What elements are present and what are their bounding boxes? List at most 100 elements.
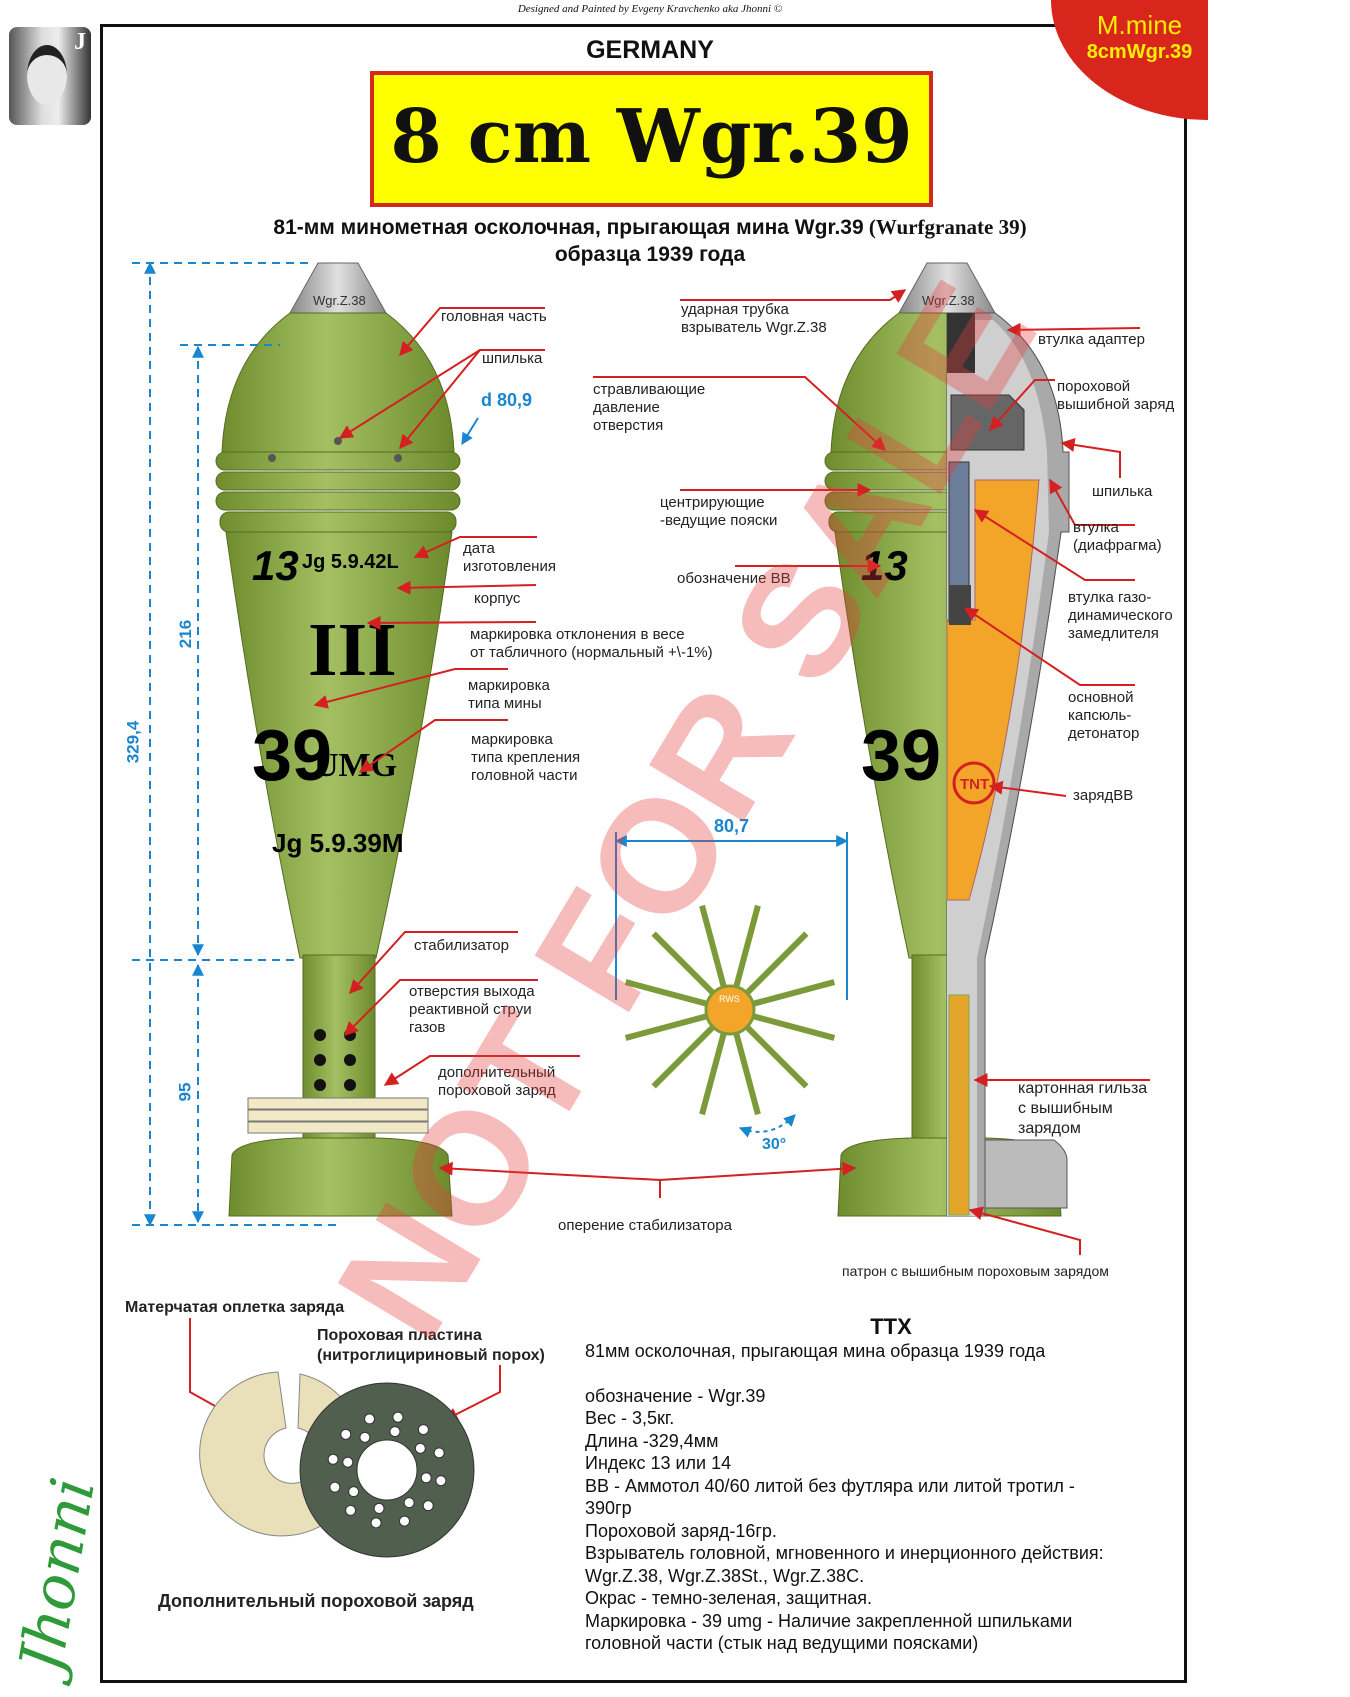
label-body: корпус bbox=[474, 590, 521, 607]
ttx-line: Вес - 3,5кг. bbox=[585, 1408, 675, 1428]
plate-hole bbox=[403, 1497, 415, 1509]
plate-hole bbox=[359, 1431, 371, 1443]
plate-hole bbox=[435, 1475, 447, 1487]
fuze-mark: Wgr.Z.38 bbox=[313, 293, 366, 308]
svg-text:Wgr.Z.38: Wgr.Z.38 bbox=[922, 293, 975, 308]
umg-mark: UMG bbox=[314, 747, 397, 784]
title-box: 8 cm Wgr.39 bbox=[370, 71, 933, 207]
photo-badge: J bbox=[74, 29, 86, 55]
label-fins: оперение стабилизатора bbox=[558, 1217, 732, 1234]
dimension-lines bbox=[132, 261, 849, 1227]
type-mark: 39 bbox=[252, 716, 332, 796]
plate-hole bbox=[389, 1426, 401, 1438]
dim-body: 216 bbox=[176, 619, 196, 649]
fin-blade bbox=[651, 931, 718, 998]
fin-blade bbox=[651, 1022, 718, 1089]
plate-hole bbox=[327, 1453, 339, 1465]
date2-mark: Jg 5.9.39M bbox=[272, 828, 404, 858]
plate-hole bbox=[392, 1411, 404, 1423]
plate-hole bbox=[373, 1502, 385, 1514]
author-photo: J bbox=[9, 27, 91, 125]
fin-blade bbox=[732, 1028, 761, 1116]
label-cartridge: патрон с вышибным пороховым зарядом bbox=[842, 1263, 1109, 1279]
fin-blade bbox=[732, 904, 761, 992]
dim-tail: 95 bbox=[175, 1082, 195, 1102]
plate-hole bbox=[364, 1413, 376, 1425]
plate-hole bbox=[329, 1481, 341, 1493]
label-head: головная часть bbox=[441, 308, 547, 325]
plate-hole bbox=[420, 1472, 432, 1484]
label-charge: зарядВВ bbox=[1073, 787, 1134, 804]
label-stabilizer: стабилизатор bbox=[414, 937, 509, 954]
plate-hole bbox=[414, 1442, 426, 1454]
fuze-thread bbox=[947, 313, 975, 373]
tab-subtitle: 8cmWgr.39 bbox=[1086, 41, 1193, 63]
pin-right bbox=[268, 454, 276, 462]
label-plate: Пороховая пластина(нитроглицириновый пор… bbox=[317, 1327, 545, 1364]
charge-caption: Дополнительный пороховой заряд bbox=[158, 1591, 474, 1611]
poster-frame bbox=[100, 24, 1187, 1683]
ttx-line: 390гр bbox=[585, 1498, 632, 1518]
fin-blade bbox=[624, 979, 712, 1008]
extra-charge-ring bbox=[247, 1121, 429, 1134]
subtitle-ru: 81-мм минометная осколочная, прыгающая м… bbox=[273, 216, 864, 239]
ttx-line: головной части (стык над ведущими пояска… bbox=[585, 1633, 979, 1653]
author-face bbox=[27, 45, 67, 105]
tnt-mark: TNT bbox=[960, 776, 989, 793]
extra-charge-drawing bbox=[199, 1371, 475, 1558]
ttx-line: обозначение - Wgr.39 bbox=[585, 1385, 766, 1406]
main-title: 8 cm Wgr.39 bbox=[390, 94, 913, 180]
subtitle-de: (Wurfgranate 39) bbox=[863, 215, 1027, 239]
fin-star-view: RWS bbox=[624, 904, 836, 1116]
plate-hole bbox=[398, 1515, 410, 1527]
cartridge-case bbox=[948, 994, 970, 1216]
gas-holes bbox=[314, 1029, 356, 1091]
ttx-line: Окрас - темно-зеленая, защитная. bbox=[585, 1588, 873, 1608]
credit-line: Designed and Painted by Evgeny Kravchenk… bbox=[517, 3, 783, 15]
dim-fin-span: 80,7 bbox=[714, 816, 750, 836]
ttx-line: Длина -329,4мм bbox=[585, 1430, 719, 1451]
mine-cutaway-view: Wgr.Z.38 TNT 13 39 bbox=[824, 262, 1070, 1217]
explosive-charge bbox=[946, 479, 1040, 901]
cartridge-base bbox=[704, 984, 756, 1036]
plate-hole bbox=[340, 1428, 352, 1440]
subtitle-year: образца 1939 года bbox=[554, 243, 746, 266]
fin-blade bbox=[742, 931, 809, 998]
mine-exterior-view: Wgr.Z.38 13 Jg 5.9.42L III 39 UMG Jg 5.9… bbox=[215, 262, 461, 1217]
index-mark: 13 bbox=[252, 542, 299, 589]
ttx-line: Wgr.Z.38, Wgr.Z.38St., Wgr.Z.38C. bbox=[585, 1565, 865, 1586]
ttx-line: Маркировка - 39 umg - Наличие закрепленн… bbox=[585, 1610, 1073, 1631]
dim-diameter: d 80,9 bbox=[481, 390, 533, 410]
plate-hole bbox=[433, 1447, 445, 1459]
plate-hole bbox=[342, 1456, 354, 1468]
eject-charge bbox=[950, 394, 1025, 451]
tab-title: M.mine bbox=[1096, 10, 1183, 40]
rws-mark: RWS bbox=[719, 994, 740, 1004]
pin-left bbox=[394, 454, 402, 462]
subtitle: 81-мм минометная осколочная, прыгающая м… bbox=[150, 214, 1150, 268]
label-wrap: Матерчатая оплетка заряда bbox=[125, 1299, 345, 1316]
fin-blade bbox=[748, 979, 836, 1008]
ttx-line: Взрыватель головной, мгновенного и инерц… bbox=[585, 1543, 1104, 1563]
plate-hole bbox=[422, 1500, 434, 1512]
vent-hole bbox=[334, 437, 342, 445]
plate-hole bbox=[348, 1486, 360, 1498]
fin-blade bbox=[748, 1012, 836, 1041]
label-adapter: втулка адаптер bbox=[1038, 331, 1145, 348]
detonator bbox=[949, 585, 971, 625]
date-mark: Jg 5.9.42L bbox=[302, 551, 399, 573]
label-pin-right: шпилька bbox=[1092, 483, 1153, 500]
label-diaphragm: втулка(диафрагма) bbox=[1073, 519, 1162, 554]
